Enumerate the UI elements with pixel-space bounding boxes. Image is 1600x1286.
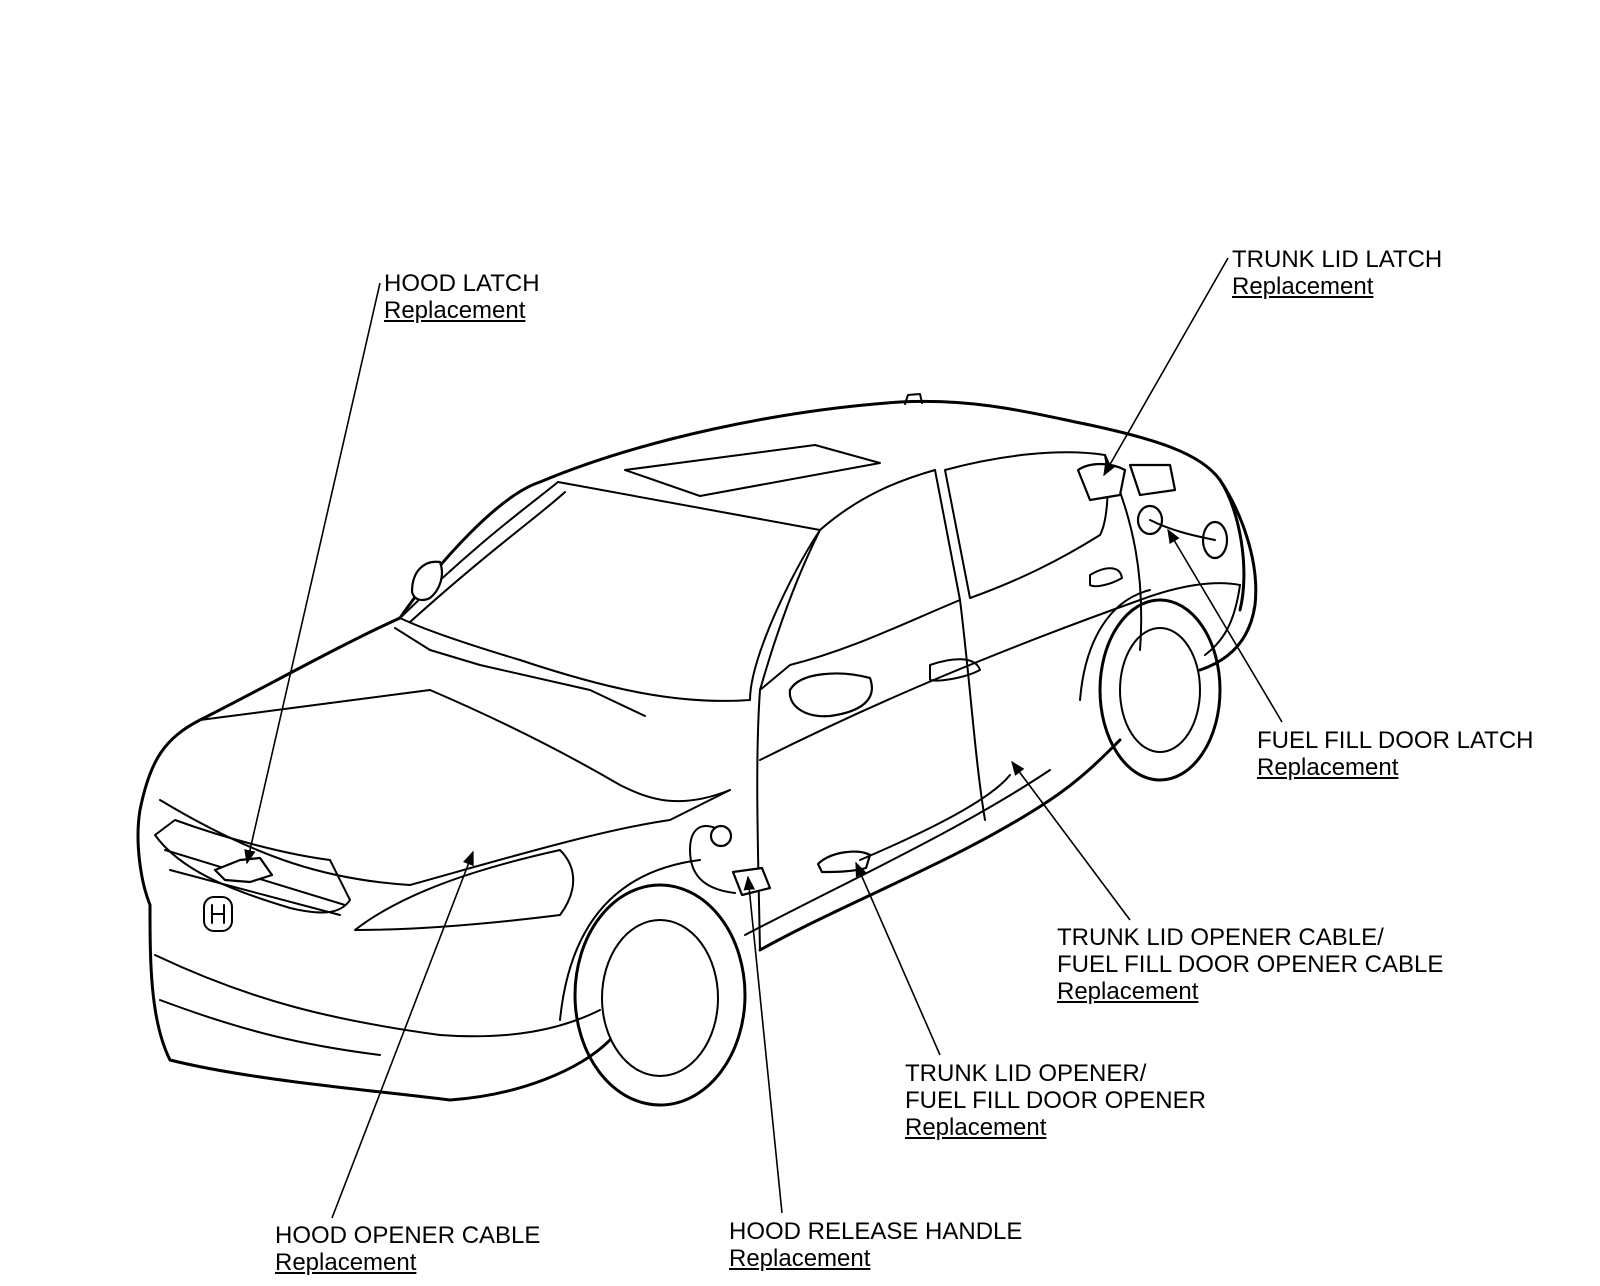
hood-opener-cable-replacement-link[interactable]: Replacement xyxy=(275,1249,417,1276)
leader-hood-opener-cable xyxy=(331,850,474,1219)
callout-trunk-lid-opener-cable: TRUNK LID OPENER CABLE/ FUEL FILL DOOR O… xyxy=(1057,924,1443,1005)
leader-trunk-lid-opener xyxy=(855,861,941,1056)
hood-opener-cable-label: HOOD OPENER CABLE xyxy=(275,1222,541,1249)
callout-hood-opener-cable: HOOD OPENER CABLE Replacement xyxy=(275,1222,540,1276)
callout-trunk-lid-opener: TRUNK LID OPENER/ FUEL FILL DOOR OPENER … xyxy=(905,1060,1206,1141)
callout-hood-latch: HOOD LATCH Replacement xyxy=(384,270,540,324)
trunk-lid-opener-cable-label: TRUNK LID OPENER CABLE/ xyxy=(1057,924,1384,951)
trunk-lid-opener-cable-replacement-link[interactable]: Replacement xyxy=(1057,978,1199,1005)
leader-hood-release-handle xyxy=(743,875,783,1214)
hood-latch-label: HOOD LATCH xyxy=(384,270,540,297)
trunk-lid-opener-replacement-link[interactable]: Replacement xyxy=(905,1114,1047,1141)
leader-fuel-fill-door-latch xyxy=(1167,528,1283,723)
leader-trunk-lid-opener-cable xyxy=(1011,760,1131,921)
leader-lines xyxy=(244,257,1283,1219)
fuel-fill-door-latch-replacement-link[interactable]: Replacement xyxy=(1257,754,1399,781)
fuel-fill-door-latch-label: FUEL FILL DOOR LATCH xyxy=(1257,727,1534,754)
callout-hood-release-handle: HOOD RELEASE HANDLE Replacement xyxy=(729,1218,1022,1272)
fuel-fill-door-opener-cable-label: FUEL FILL DOOR OPENER CABLE xyxy=(1057,951,1444,978)
leader-trunk-lid-latch xyxy=(1103,257,1229,477)
trunk-lid-latch-replacement-link[interactable]: Replacement xyxy=(1232,273,1374,300)
hood-latch-replacement-link[interactable]: Replacement xyxy=(384,297,526,324)
callout-trunk-lid-latch: TRUNK LID LATCH Replacement xyxy=(1232,246,1442,300)
hood-release-handle-label: HOOD RELEASE HANDLE xyxy=(729,1218,1023,1245)
trunk-lid-latch-label: TRUNK LID LATCH xyxy=(1232,246,1443,273)
trunk-lid-opener-label: TRUNK LID OPENER/ xyxy=(905,1060,1147,1087)
hood-release-handle-replacement-link[interactable]: Replacement xyxy=(729,1245,871,1272)
callout-fuel-fill-door-latch: FUEL FILL DOOR LATCH Replacement xyxy=(1257,727,1534,781)
fuel-fill-door-opener-label: FUEL FILL DOOR OPENER xyxy=(905,1087,1206,1114)
leader-hood-latch xyxy=(244,282,381,865)
